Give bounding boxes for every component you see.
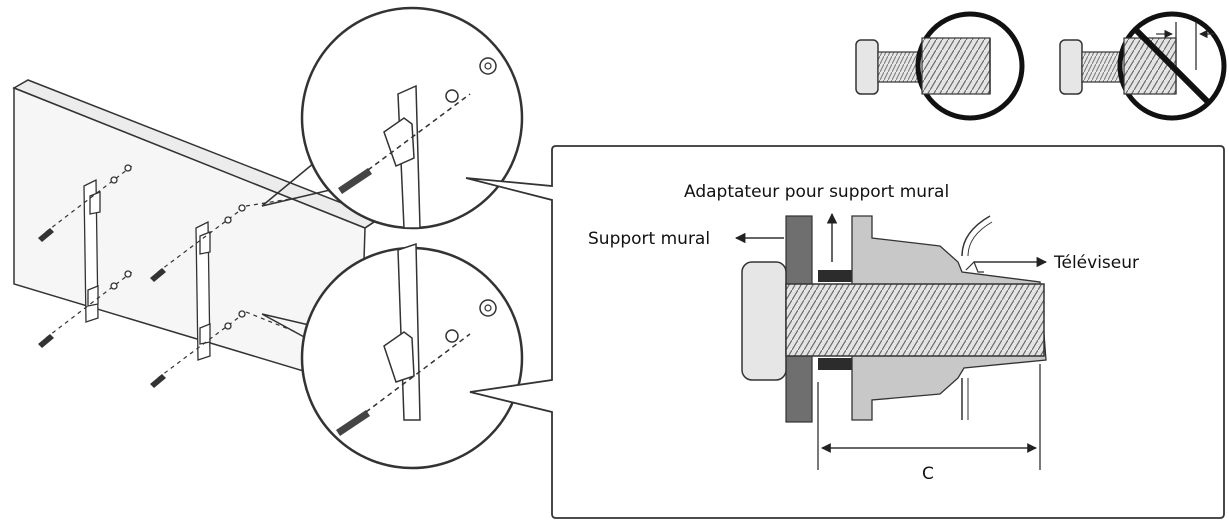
screw-incorrect-icon <box>1059 11 1227 121</box>
wall-mount-bracket-left <box>83 178 101 323</box>
label-wall-mount: Support mural <box>588 229 710 249</box>
label-tv: Téléviseur <box>1053 253 1139 273</box>
tv-panel <box>12 79 382 389</box>
screw-icons <box>38 228 166 388</box>
label-adapter: Adaptateur pour support mural <box>684 182 949 202</box>
screw-correct-icon <box>855 11 1025 121</box>
cross-section <box>734 212 1048 470</box>
washer-icons <box>110 164 246 330</box>
wall-mount-bracket-right <box>195 220 211 361</box>
zoom-callout-top <box>261 6 524 230</box>
zoom-callout-bottom <box>261 242 524 470</box>
label-dimension-c: C <box>922 464 934 484</box>
